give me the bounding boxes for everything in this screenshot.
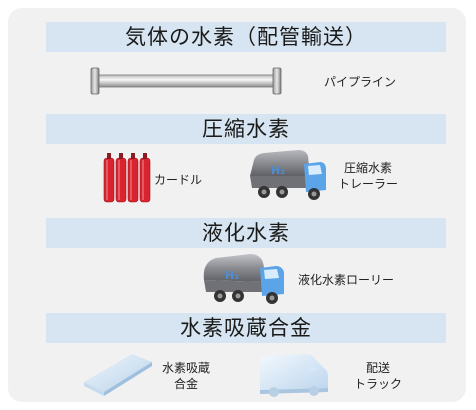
truck-label-line2: トラック: [353, 377, 402, 391]
trailer-h2-badge: H₂: [271, 164, 286, 177]
lorry-label: 液化水素ローリー: [298, 273, 395, 287]
alloy-label-line1: 水素吸蔵: [161, 361, 210, 375]
section-header-alloy: 水素吸蔵合金: [46, 313, 446, 343]
alloy-label-line2: 合金: [173, 377, 198, 391]
transport-panel: 気体の水素（配管輸送） パイプライン 圧縮水素: [8, 8, 466, 402]
tank-lorry-icon: [202, 248, 286, 310]
trailer-label-line2: トレーラー: [337, 177, 398, 191]
trailer-label: 圧縮水素 トレーラー: [336, 160, 400, 192]
alloy-block-icon: [82, 352, 156, 396]
delivery-truck-icon: [256, 350, 332, 400]
alloy-label: 水素吸蔵 合金: [154, 360, 218, 392]
pipeline-icon: [88, 66, 284, 96]
gas-cylinder-bundle-icon: [102, 150, 154, 204]
tube-trailer-icon: [246, 146, 328, 204]
cardle-label: カードル: [154, 173, 203, 187]
lorry-h2-badge: H₂: [225, 269, 240, 282]
truck-label: 配送 トラック: [348, 360, 408, 392]
section-header-liquid: 液化水素: [46, 218, 446, 248]
trailer-label-line1: 圧縮水素: [343, 161, 392, 175]
section-header-compressed: 圧縮水素: [46, 114, 446, 144]
section-header-gas: 気体の水素（配管輸送）: [46, 22, 446, 52]
pipeline-label: パイプライン: [324, 75, 397, 89]
truck-label-line1: 配送: [365, 361, 390, 375]
